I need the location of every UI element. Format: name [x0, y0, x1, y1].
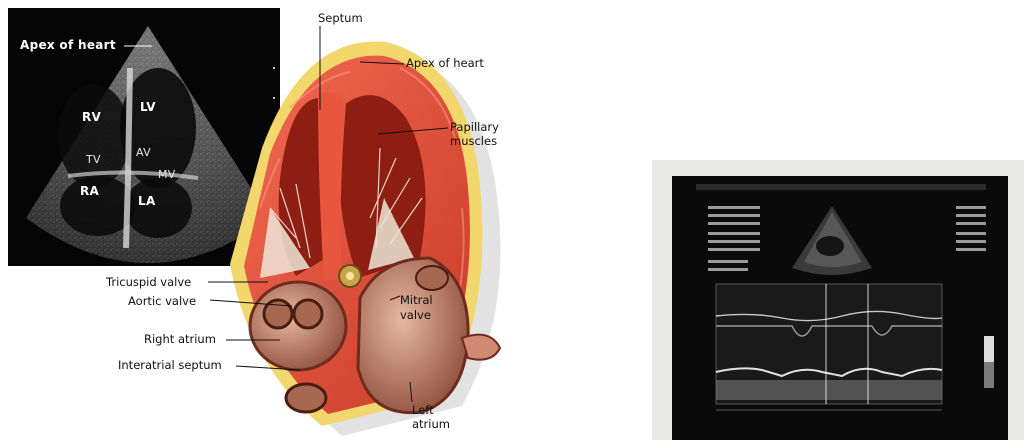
- m-mode-trace-graphic: [672, 176, 1008, 440]
- echo-mv-label: MV: [158, 168, 176, 181]
- tricuspid-valve-label: Tricuspid valve: [106, 276, 191, 289]
- mitral-valve-label-line1: Mitral: [400, 294, 433, 307]
- papillary-muscles-label-line1: Papillary: [450, 121, 499, 134]
- echo-la-label: LA: [138, 194, 156, 208]
- echo-ra-label: RA: [80, 184, 99, 198]
- septum-label: Septum: [318, 12, 363, 25]
- left-atrium-label-line2: atrium: [412, 418, 450, 431]
- echo-av-label: AV: [136, 146, 151, 159]
- heart-anatomy-illustration: [200, 8, 520, 438]
- echo-lv-label: LV: [140, 100, 156, 114]
- echo-tv-label: TV: [86, 153, 101, 166]
- m-mode-ultrasound-film: [672, 176, 1008, 440]
- echo-apex-label: Apex of heart: [20, 38, 116, 52]
- apex-of-heart-label: Apex of heart: [406, 57, 484, 70]
- mitral-valve-label-line2: valve: [400, 309, 431, 322]
- papillary-muscles-label-line2: muscles: [450, 135, 497, 148]
- left-atrium-label-line1: Left: [412, 404, 434, 417]
- interatrial-septum-label: Interatrial septum: [118, 359, 222, 372]
- right-atrium-label: Right atrium: [144, 333, 216, 346]
- echo-rv-label: RV: [82, 110, 101, 124]
- aortic-valve-label: Aortic valve: [128, 295, 196, 308]
